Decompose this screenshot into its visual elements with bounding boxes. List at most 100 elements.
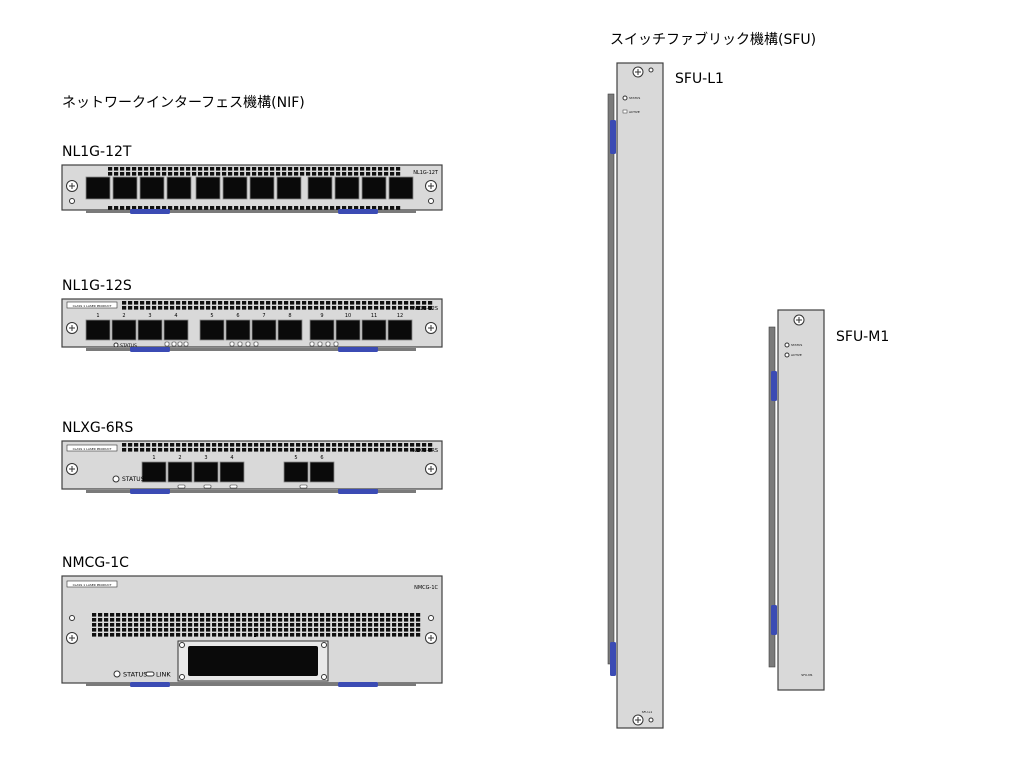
vent-slot (144, 167, 149, 171)
vent-slot (362, 618, 367, 622)
vent-slot (92, 633, 97, 637)
vent-slot (218, 613, 223, 617)
vent-slot (236, 618, 241, 622)
vent-slot (392, 623, 397, 627)
vent-slot (266, 633, 271, 637)
vent-slot (194, 628, 199, 632)
vent-slot (380, 448, 385, 452)
port-number-label: 8 (288, 313, 291, 319)
vent-slot (150, 206, 155, 210)
vent-slot (398, 613, 403, 617)
vent-slot (312, 206, 317, 210)
vent-slot (140, 301, 145, 305)
vent-slot (326, 623, 331, 627)
vent-slot (146, 623, 151, 627)
vent-slot (302, 618, 307, 622)
vent-slot (230, 618, 235, 622)
led-icon (203, 484, 212, 489)
vent-slot (428, 306, 433, 310)
vent-slot (134, 443, 139, 447)
vent-slot (290, 628, 295, 632)
vent-slot (264, 206, 269, 210)
vent-slot (270, 167, 275, 171)
vent-slot (120, 206, 125, 210)
vent-slot (176, 306, 181, 310)
vent-slot (416, 633, 421, 637)
vent-slot (140, 618, 145, 622)
screw-icon (66, 463, 78, 475)
port-number-label: 3 (148, 313, 151, 319)
vent-slot (104, 618, 109, 622)
vent-slot (128, 301, 133, 305)
vent-slot (404, 613, 409, 617)
vent-slot (212, 443, 217, 447)
vent-slot (134, 628, 139, 632)
vent-slot (114, 206, 119, 210)
vent-slot (128, 623, 133, 627)
vent-slot (422, 301, 427, 305)
vent-slot (152, 448, 157, 452)
vent-slot (416, 306, 421, 310)
vent-slot (224, 301, 229, 305)
vent-slot (198, 172, 203, 176)
led-icon (428, 198, 434, 204)
vent-slot (222, 167, 227, 171)
vent-slot (188, 448, 193, 452)
laser-warning-text: CLASS 1 LASER PRODUCT (73, 304, 112, 308)
port-cage (137, 319, 163, 341)
vent-slot (278, 301, 283, 305)
vent-slot (236, 613, 241, 617)
vent-slot (170, 448, 175, 452)
sfp-plus-ports (141, 461, 335, 483)
vent-slot (380, 618, 385, 622)
status-label: STATUS (123, 671, 147, 679)
vent-slot (380, 623, 385, 627)
vent-slot (404, 448, 409, 452)
vent-slot (218, 628, 223, 632)
vent-slot (260, 443, 265, 447)
vent-slot (156, 167, 161, 171)
vent-slot (158, 613, 163, 617)
vent-slot (176, 613, 181, 617)
port-cage (85, 319, 111, 341)
port-number-label: 12 (397, 313, 403, 319)
vent-slot (368, 623, 373, 627)
port-cage (388, 176, 414, 200)
vent-slot (320, 613, 325, 617)
vent-slot (398, 628, 403, 632)
vent-slot (296, 306, 301, 310)
vent-slot (248, 448, 253, 452)
vent-slot (284, 306, 289, 310)
vent-slot (254, 448, 259, 452)
vent-slot (284, 618, 289, 622)
vent-slot (378, 206, 383, 210)
vent-slot (398, 633, 403, 637)
vent-slot (390, 167, 395, 171)
vent-slot (272, 306, 277, 310)
port-cage (249, 176, 275, 200)
vent-slot (320, 628, 325, 632)
vent-slot (236, 301, 241, 305)
screw-icon (425, 463, 437, 475)
vent-slot (332, 618, 337, 622)
vent-slot (230, 628, 235, 632)
vent-slot (306, 167, 311, 171)
vent-slot (110, 628, 115, 632)
vent-slot (182, 618, 187, 622)
vent-slot (344, 613, 349, 617)
vent-slot (116, 633, 121, 637)
led-icon (648, 67, 654, 73)
status-label: STATUS (120, 343, 137, 349)
vent-slot (272, 633, 277, 637)
vent-slot (104, 628, 109, 632)
vent-slot (368, 633, 373, 637)
vent-slot (320, 443, 325, 447)
led-icon (183, 341, 189, 347)
vent-slot (122, 301, 127, 305)
vent-slot (128, 306, 133, 310)
vent-slot (156, 172, 161, 176)
ejector-lever-left (130, 682, 170, 687)
vent-slot (206, 633, 211, 637)
vent-slot (374, 623, 379, 627)
vent-slot (308, 628, 313, 632)
